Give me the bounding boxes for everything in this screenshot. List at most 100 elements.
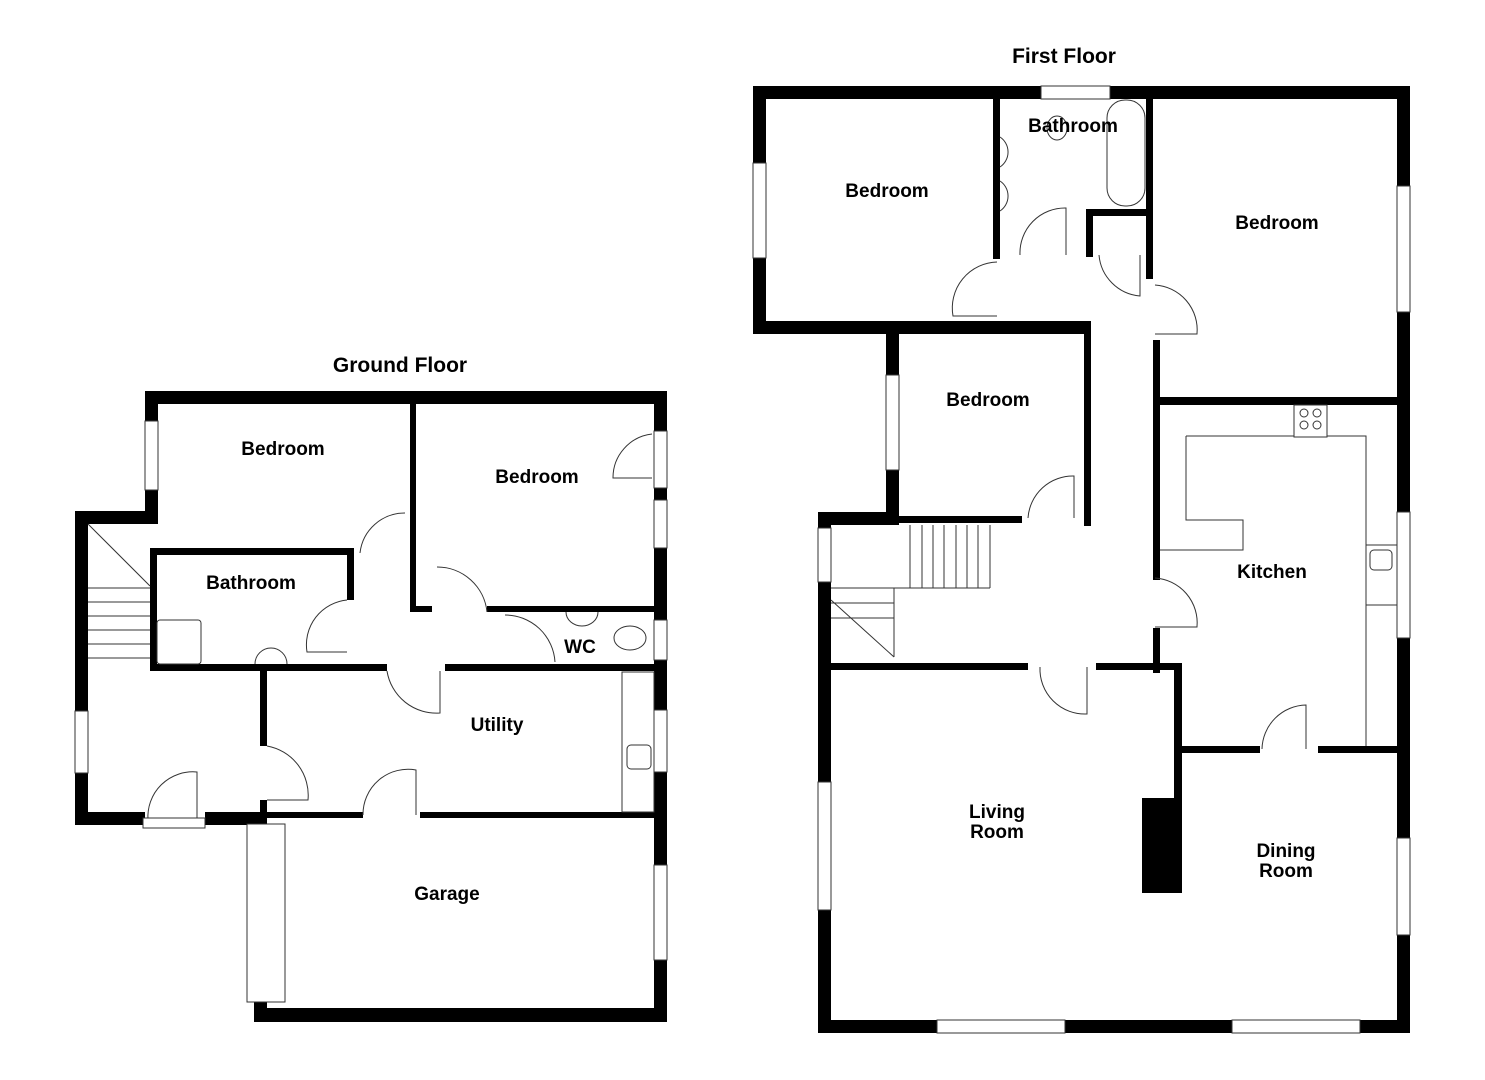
wall xyxy=(753,86,766,163)
door[interactable] xyxy=(1154,577,1198,628)
door[interactable] xyxy=(951,261,998,317)
garage-door[interactable] xyxy=(246,823,286,1003)
room-label-bedroom: Bedroom xyxy=(241,439,324,460)
wall xyxy=(260,800,267,825)
door[interactable] xyxy=(1261,704,1307,750)
room-label-bedroom: Bedroom xyxy=(1235,213,1318,234)
wall xyxy=(420,812,654,818)
wall xyxy=(1397,312,1410,512)
wall xyxy=(1174,663,1182,893)
wall xyxy=(654,660,667,710)
window xyxy=(74,710,89,774)
wall xyxy=(818,582,831,782)
hob-ring xyxy=(1312,408,1322,418)
wall xyxy=(265,812,363,818)
room-label-garage: Garage xyxy=(414,884,479,905)
wall xyxy=(654,548,667,620)
wall xyxy=(654,391,667,431)
wall xyxy=(1096,663,1181,670)
bath xyxy=(1106,99,1146,207)
wall xyxy=(818,512,898,525)
staircase xyxy=(830,525,991,658)
wall xyxy=(654,772,667,865)
window xyxy=(653,499,668,549)
wall xyxy=(818,910,831,1033)
room-label-bedroom: Bedroom xyxy=(845,181,928,202)
wall xyxy=(205,812,265,825)
room-label-bathroom: Bathroom xyxy=(206,573,296,594)
room-label-bathroom: Bathroom xyxy=(1028,116,1118,137)
wall xyxy=(487,606,654,612)
door[interactable] xyxy=(362,768,417,816)
wall xyxy=(1153,628,1160,673)
wall xyxy=(1153,340,1160,580)
window xyxy=(1040,85,1111,100)
wall xyxy=(150,548,157,671)
window xyxy=(1396,837,1411,936)
wall xyxy=(654,488,667,500)
door[interactable] xyxy=(1098,254,1141,297)
wall xyxy=(410,404,416,612)
wall xyxy=(1086,209,1093,257)
basin xyxy=(565,611,599,627)
entrance-door[interactable] xyxy=(147,771,198,821)
wall xyxy=(254,1008,667,1022)
door[interactable] xyxy=(612,433,653,479)
wall xyxy=(145,391,158,421)
wall xyxy=(1397,935,1410,1033)
wall xyxy=(445,664,654,671)
threshold xyxy=(142,817,206,829)
wall xyxy=(1397,86,1410,186)
window xyxy=(1231,1019,1361,1034)
ground-floor-title: Ground Floor xyxy=(333,354,467,377)
wall xyxy=(1153,397,1403,405)
window xyxy=(653,619,668,661)
toilet xyxy=(613,625,647,651)
sink xyxy=(626,744,652,770)
door[interactable] xyxy=(305,599,348,653)
room-label-dining-room: Dining xyxy=(1256,841,1315,862)
chimney-breast xyxy=(1142,798,1182,893)
door[interactable] xyxy=(504,614,556,663)
hob-ring xyxy=(1312,420,1322,430)
door[interactable] xyxy=(266,745,309,801)
window xyxy=(1396,511,1411,639)
wall xyxy=(410,606,432,612)
room-label-bedroom: Bedroom xyxy=(495,467,578,488)
first-floor-title: First Floor xyxy=(1012,45,1116,68)
room-label-bedroom: Bedroom xyxy=(946,390,1029,411)
door[interactable] xyxy=(386,670,441,714)
window xyxy=(936,1019,1066,1034)
door[interactable] xyxy=(359,512,406,554)
hob-ring xyxy=(1299,420,1309,430)
door[interactable] xyxy=(1154,284,1198,335)
door[interactable] xyxy=(1039,666,1088,715)
basin xyxy=(999,136,1009,168)
wall xyxy=(145,391,667,404)
first-floor-plan: First Floor xyxy=(752,45,1411,1034)
room-label-utility: Utility xyxy=(471,715,524,736)
wall xyxy=(150,548,354,555)
wall xyxy=(1318,746,1403,753)
staircase xyxy=(87,523,151,659)
wall xyxy=(254,1000,267,1022)
toilet xyxy=(1046,115,1068,141)
window xyxy=(817,527,832,583)
door[interactable] xyxy=(1027,475,1075,519)
basin xyxy=(999,180,1009,212)
wall xyxy=(753,86,1041,99)
room-label-dining-room: Room xyxy=(1259,861,1313,882)
window xyxy=(885,374,900,471)
basin xyxy=(254,647,288,665)
wall xyxy=(1180,746,1260,753)
room-label-living-room: Room xyxy=(970,822,1024,843)
room-label-wc: WC xyxy=(564,637,596,658)
door[interactable] xyxy=(436,566,488,613)
window xyxy=(653,864,668,961)
window xyxy=(1396,185,1411,313)
wall xyxy=(1084,321,1091,526)
door[interactable] xyxy=(1019,207,1067,256)
wall xyxy=(1110,86,1410,99)
sink xyxy=(1369,549,1393,571)
